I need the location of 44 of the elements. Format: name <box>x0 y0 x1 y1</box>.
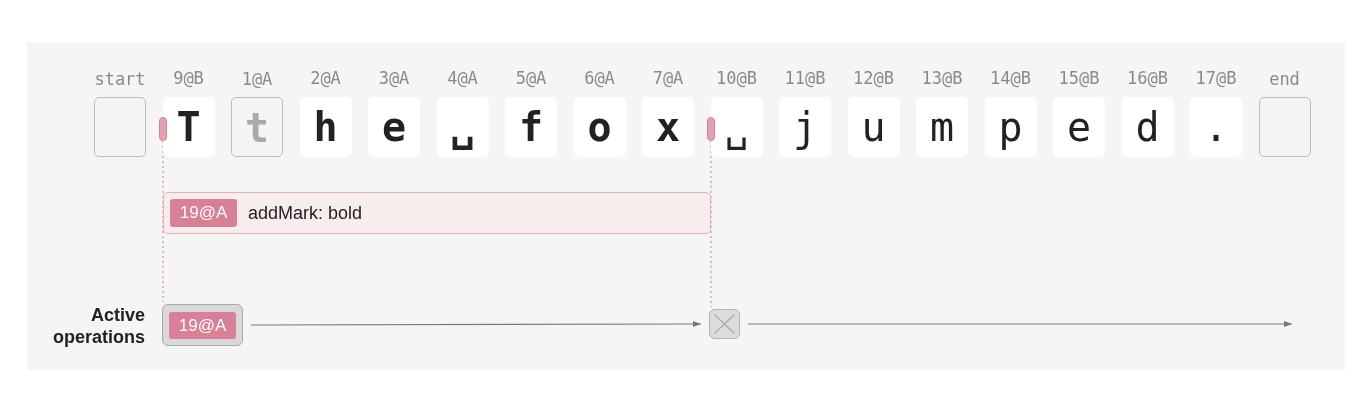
position-id: 11@B <box>784 69 826 88</box>
range-marker <box>707 117 715 141</box>
character: p <box>998 103 1023 152</box>
character: ␣ <box>724 103 749 152</box>
position-id: 7@A <box>652 69 684 88</box>
range-marker <box>159 117 167 141</box>
operation-tag: 19@A <box>169 312 236 339</box>
position-id: end <box>1269 70 1300 89</box>
operation-label: addMark: bold <box>248 202 363 224</box>
character: t <box>244 104 270 153</box>
row-label: Active operations <box>53 304 145 348</box>
position-id: 1@A <box>241 70 273 89</box>
position-id: 10@B <box>716 69 757 88</box>
character: h <box>313 103 338 152</box>
position-id: 12@B <box>853 69 894 88</box>
arrow <box>250 321 702 327</box>
character: u <box>861 103 886 152</box>
position-id: 9@B <box>173 69 204 88</box>
character: . <box>1203 103 1229 152</box>
position-id: 4@A <box>447 69 478 88</box>
position-id: 6@A <box>584 69 615 88</box>
character: x <box>655 103 681 152</box>
position-id: 15@B <box>1058 69 1100 88</box>
position-id: 13@B <box>921 69 963 88</box>
position-id: 16@B <box>1127 69 1168 88</box>
position-id: 17@B <box>1195 69 1237 88</box>
character: ␣ <box>450 103 475 152</box>
character: o <box>587 103 612 152</box>
operation-tag: 19@A <box>170 199 237 227</box>
character: e <box>1066 103 1092 152</box>
character: d <box>1135 103 1160 152</box>
active-operation-box <box>162 304 243 346</box>
arrow <box>747 321 1293 327</box>
position-id: 3@A <box>378 69 410 88</box>
position-id: 14@B <box>990 69 1031 88</box>
position-id: 2@A <box>310 69 341 88</box>
position-id: start <box>94 70 146 89</box>
character: f <box>518 103 544 152</box>
character: j <box>792 103 818 152</box>
character: m <box>929 103 955 152</box>
character: T <box>176 103 201 152</box>
position-id: 5@A <box>515 69 547 88</box>
mark-range-box <box>163 192 711 234</box>
character: e <box>381 103 407 152</box>
